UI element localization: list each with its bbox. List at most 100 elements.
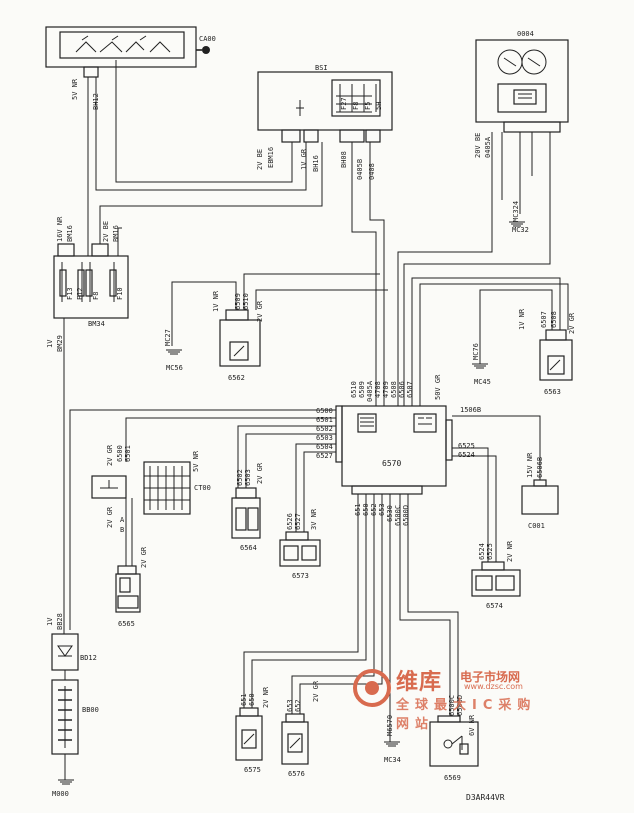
fuse-f8: F8 xyxy=(92,292,100,300)
label-6564: 6564 xyxy=(240,544,257,552)
bsi-fuse-4: 5H xyxy=(375,102,383,110)
ecu-pin-top: 6507 xyxy=(406,381,414,398)
ecu-pin-left: 6503 xyxy=(316,434,333,442)
label-bh16: BH16 xyxy=(312,155,320,172)
wire-6502: 6502 xyxy=(236,469,244,486)
ecu-pin-top: 6508 xyxy=(390,381,398,398)
component-ecu-6570 xyxy=(335,405,453,495)
label-bm34: BM34 xyxy=(88,320,105,328)
ecu-pin-bottom: 6500C xyxy=(394,505,402,526)
ecu-pin-right: 1506B xyxy=(460,406,481,414)
wire-6500d: 6500D xyxy=(456,695,464,716)
wires xyxy=(63,60,569,780)
label-bb28: BB28 xyxy=(56,613,64,630)
watermark-domain: 电子市场网 xyxy=(460,670,521,684)
ecu-pin-top: 4709 xyxy=(382,381,390,398)
bsi-fuse-2: F8 xyxy=(352,102,360,110)
label-bsi: BSI xyxy=(315,64,328,72)
wire-6500c: 6500C xyxy=(448,695,456,716)
ecu-pin-top: 6509 xyxy=(358,381,366,398)
ecu-pin-left: 6527 xyxy=(316,452,333,460)
wire-6500: 6500 xyxy=(116,445,124,462)
component-bm34-fusebox: F13 F12 F8 F10 xyxy=(53,243,129,319)
ecu-pin-bottom: 6500D xyxy=(402,505,410,526)
fuse-f12: F12 xyxy=(76,287,84,300)
label-6565-2v-gr: 2V GR xyxy=(106,506,114,528)
label-6563-2v-gr: 2V GR xyxy=(568,312,576,334)
wire-652: 652 xyxy=(294,699,302,712)
label-0405a: 0405A xyxy=(484,136,492,158)
label-mc32: MC32 xyxy=(512,226,529,234)
ecu-pin-top: 6506 xyxy=(398,381,406,398)
label-6565: 6565 xyxy=(118,620,135,628)
label-0408: 0408 xyxy=(368,163,376,180)
watermark: 维库 电子市场网 www.dzsc.com 全球最大IC采购网站 xyxy=(352,664,552,732)
ecu-pin-left: 6501 xyxy=(316,416,333,424)
label-6576: 6576 xyxy=(288,770,305,778)
label-6575-2v-nr: 2V NR xyxy=(262,686,270,708)
label-6574: 6574 xyxy=(486,602,503,610)
figure-code: D3AR44VR xyxy=(466,793,505,802)
label-6573-3v-nr: 3V NR xyxy=(310,508,318,530)
label-0405b: 0405B xyxy=(356,159,364,180)
wire-6510: 6510 xyxy=(242,293,250,310)
label-6563: 6563 xyxy=(544,388,561,396)
label-bm29: BM29 xyxy=(56,335,64,352)
fuse-f13: F13 xyxy=(66,287,74,300)
fuse-f10: F10 xyxy=(116,287,124,300)
wire-6503: 6503 xyxy=(244,469,252,486)
label-mc76: MC76 xyxy=(472,343,480,360)
label-bsi-2v-be: 2V BE xyxy=(256,149,264,170)
label-mc56: MC56 xyxy=(166,364,183,372)
label-ca00: CA00 xyxy=(199,35,216,43)
label-mc27: MC27 xyxy=(164,329,172,346)
label-5v-nr-top: 5V NR xyxy=(71,78,79,100)
component-0004: 0004 xyxy=(475,30,569,133)
label-bd12: BD12 xyxy=(80,654,97,662)
label-mc45: MC45 xyxy=(474,378,491,386)
component-bd12 xyxy=(51,633,79,671)
label-ct00-2v-gr: 2V GR xyxy=(106,444,114,466)
label-bh08: BH08 xyxy=(340,151,348,168)
label-mc324: MC324 xyxy=(512,201,520,222)
component-6576 xyxy=(281,713,309,765)
wire-6527: 6527 xyxy=(294,513,302,530)
label-20v-be: 20V BE xyxy=(474,133,482,158)
label-0004: 0004 xyxy=(517,30,534,38)
label-6575: 6575 xyxy=(244,766,261,774)
ecu-pins-left: 6500 6501 6502 6503 6504 6527 xyxy=(316,407,333,460)
wire-6509: 6509 xyxy=(234,293,242,310)
wire-6526: 6526 xyxy=(286,513,294,530)
bsi-fuse-1: F27 xyxy=(340,97,348,110)
component-6575 xyxy=(235,707,263,761)
ecu-pin-left: 6504 xyxy=(316,443,333,451)
label-6565b-2v-gr: 2V GR xyxy=(140,546,148,568)
label-6562: 6562 xyxy=(228,374,245,382)
label-bsi-1v-gr: 1V GR xyxy=(300,148,308,170)
component-bsi: BSI F27 F8 F5 5H xyxy=(257,64,393,143)
label-bm12-left: BM16 xyxy=(66,225,74,242)
label-ct00-5v-nr: 5V NR xyxy=(192,450,200,472)
watermark-url: www.dzsc.com xyxy=(464,682,523,691)
label-bm34-2v-be: 2V BE xyxy=(102,221,110,242)
label-6576-2v-gr: 2V GR xyxy=(312,680,320,702)
label-ebm16: EBM16 xyxy=(267,147,275,168)
component-c001 xyxy=(521,479,559,515)
watermark-sub: 全球最大IC采购网站 xyxy=(396,698,537,732)
ecu-pins-right: 1506B 6525 6524 xyxy=(458,406,481,459)
wire-6507: 6507 xyxy=(540,311,548,328)
component-6573 xyxy=(279,531,321,567)
ecu-pin-left: 6500 xyxy=(316,407,333,415)
label-15v-nr: 15V NR xyxy=(526,452,534,478)
label-6573: 6573 xyxy=(292,572,309,580)
ecu-pin-right: 6524 xyxy=(458,451,475,459)
wire-6524: 6524 xyxy=(478,543,486,560)
wire-b: B xyxy=(120,526,124,534)
ecu-pins-top: 6510 6509 0405A 4708 4709 6508 6506 6507 xyxy=(350,380,414,402)
ecu-pin-right: 6525 xyxy=(458,442,475,450)
wire-6525: 6525 xyxy=(486,543,494,560)
wire-6501: 6501 xyxy=(124,445,132,462)
wire-653: 653 xyxy=(286,699,294,712)
ecu-pin-left: 6502 xyxy=(316,425,333,433)
